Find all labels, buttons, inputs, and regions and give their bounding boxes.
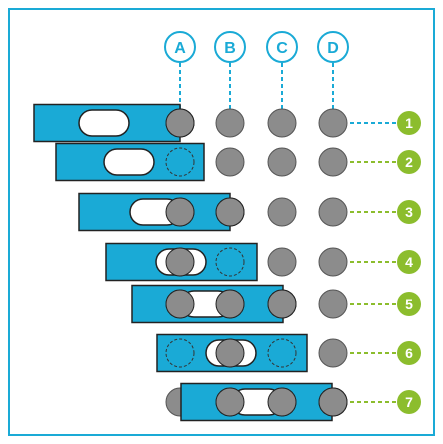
hole-d (318, 338, 348, 368)
row-label: 4 (405, 254, 413, 270)
row-6: 6 (156, 333, 421, 373)
hole-c (267, 108, 297, 138)
hole-d (318, 247, 348, 277)
visible-hole-b (215, 338, 245, 368)
row-3: 3 (78, 192, 421, 232)
row-label: 7 (405, 394, 413, 410)
row-badge (397, 341, 421, 365)
hole-c (267, 197, 297, 227)
hole-d (318, 289, 348, 319)
column-label-d: D (327, 40, 339, 57)
row-label: 2 (405, 154, 413, 170)
row-badge (397, 111, 421, 135)
column-label-b: B (224, 40, 236, 57)
row-5: 5 (131, 284, 421, 324)
visible-hole-b (215, 197, 245, 227)
visible-hole-a (165, 108, 195, 138)
row-badge (397, 250, 421, 274)
visible-hole-a (165, 247, 195, 277)
column-marker-d (317, 31, 349, 63)
column-marker-c (266, 31, 298, 63)
row-7: 7 (165, 382, 421, 422)
row-label: 6 (405, 345, 413, 361)
row-badge (397, 150, 421, 174)
dashed-hole-a (165, 147, 195, 177)
row-label: 1 (405, 115, 413, 131)
row-label: 5 (405, 296, 413, 312)
visible-hole-b (215, 289, 245, 319)
hole-d (318, 197, 348, 227)
hole-c (267, 247, 297, 277)
visible-hole-c (267, 387, 297, 417)
dashed-hole-c (267, 338, 297, 368)
row-label: 3 (405, 204, 413, 220)
dashed-hole-b (215, 247, 245, 277)
column-label-a: A (174, 40, 186, 57)
hole-d (318, 147, 348, 177)
visible-hole-a (165, 197, 195, 227)
slider-window (78, 109, 130, 137)
column-label-c: C (276, 40, 288, 57)
dashed-hole-a (165, 338, 195, 368)
hole-b (215, 108, 245, 138)
visible-hole-b (215, 387, 245, 417)
column-marker-a (164, 31, 196, 63)
hole-d (318, 108, 348, 138)
visible-hole-d (318, 387, 348, 417)
row-badge (397, 390, 421, 414)
row-badge (397, 292, 421, 316)
visible-hole-c (267, 289, 297, 319)
row-4: 4 (105, 242, 421, 282)
hole-c (267, 147, 297, 177)
slider-window (103, 148, 155, 176)
visible-hole-a (165, 289, 195, 319)
hole-b (215, 147, 245, 177)
outer-frame (8, 8, 435, 436)
row-2: 2 (55, 142, 421, 182)
column-marker-b (214, 31, 246, 63)
row-1: 1 (33, 103, 421, 143)
row-badge (397, 200, 421, 224)
